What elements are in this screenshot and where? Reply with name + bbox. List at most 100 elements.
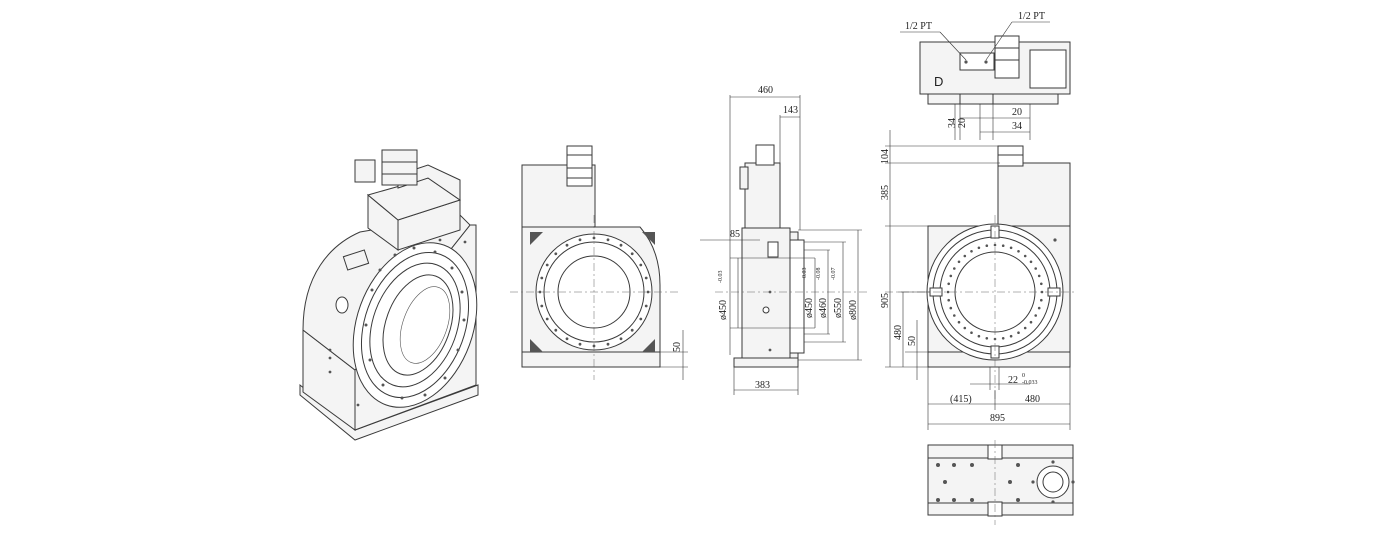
dim-w415: (415) bbox=[950, 394, 972, 405]
bolt-hole bbox=[1034, 267, 1037, 270]
bolt-hole bbox=[592, 236, 596, 240]
dim-top-offset: 143 bbox=[783, 105, 798, 116]
dim-base-depth: 383 bbox=[755, 380, 770, 391]
top-d-mark: D bbox=[934, 74, 943, 89]
bolt-hole bbox=[606, 342, 610, 346]
bolt-hole bbox=[619, 337, 623, 341]
label-pipe-right: 1/2 PT bbox=[1018, 11, 1045, 22]
bolt-hole bbox=[540, 304, 544, 308]
iso-ring-bolts bbox=[364, 246, 466, 400]
bolt-hole bbox=[540, 276, 544, 280]
tol-slot-bottom: -0.033 bbox=[1022, 380, 1038, 386]
dim-slot-22: 22 bbox=[1008, 375, 1018, 386]
bolt-hole bbox=[630, 252, 634, 256]
bolt-hole bbox=[977, 246, 981, 250]
tol-d550: -0.07 bbox=[831, 268, 837, 281]
bolt-hole bbox=[545, 263, 549, 267]
bolt-hole bbox=[1029, 320, 1033, 324]
bolt-hole bbox=[630, 328, 634, 332]
bolt-hole bbox=[949, 274, 953, 278]
bolt-hole bbox=[1001, 337, 1005, 340]
bolt-hole bbox=[644, 276, 648, 280]
bolt-hole bbox=[947, 298, 950, 302]
bolt-hole bbox=[565, 337, 569, 341]
dim-h480: 480 bbox=[893, 325, 904, 340]
bolt-hole bbox=[554, 328, 558, 332]
bolt-hole bbox=[1037, 306, 1041, 310]
bolt-hole bbox=[1023, 254, 1027, 258]
dim-d450-a: ø450 bbox=[718, 300, 729, 320]
bolt-hole bbox=[993, 243, 997, 247]
bolt-hole bbox=[554, 252, 558, 256]
bolt-hole bbox=[644, 304, 648, 308]
dim-w480: 480 bbox=[1025, 394, 1040, 405]
bolt-hole bbox=[953, 314, 956, 317]
bolt-hole bbox=[578, 342, 582, 346]
dim-h905: 905 bbox=[880, 293, 891, 308]
bolt-hole bbox=[957, 260, 961, 264]
bolt-hole bbox=[1001, 244, 1005, 247]
bolt-hole bbox=[1034, 314, 1037, 317]
bolt-hole bbox=[953, 267, 956, 270]
bolt-hole bbox=[565, 243, 569, 247]
dim-d800: ø800 bbox=[848, 300, 859, 320]
bolt-hole bbox=[619, 243, 623, 247]
bolt-hole bbox=[963, 326, 967, 330]
dim-d460: ø460 bbox=[818, 298, 829, 318]
dim-d550: ø550 bbox=[833, 298, 844, 318]
dim-top-20-vert: 20 bbox=[957, 118, 968, 128]
dim-h385: 385 bbox=[880, 185, 891, 200]
bolt-hole bbox=[985, 244, 989, 247]
bolt-hole bbox=[639, 317, 643, 321]
isometric-view bbox=[299, 149, 479, 441]
bolt-hole bbox=[946, 290, 950, 294]
bolt-hole bbox=[1017, 250, 1020, 253]
bolt-hole bbox=[985, 337, 989, 340]
bolt-hole bbox=[545, 317, 549, 321]
dim-34: 34 bbox=[1012, 121, 1022, 132]
bolt-hole bbox=[592, 344, 596, 348]
tol-d450-a: -0.03 bbox=[718, 271, 724, 284]
bolt-hole bbox=[578, 238, 582, 242]
dim-side-offset: 85 bbox=[730, 229, 740, 240]
bolt-hole bbox=[970, 331, 973, 335]
rear-view: 104 385 905 480 50 22 0 -0.033 (415) 480… bbox=[880, 130, 1075, 430]
dim-top-width: 460 bbox=[758, 85, 773, 96]
dim-front-base-height: 50 bbox=[672, 342, 683, 352]
bolt-hole bbox=[1023, 326, 1027, 330]
bolt-hole bbox=[1009, 246, 1013, 250]
bolt-hole bbox=[949, 306, 953, 310]
bolt-hole bbox=[1040, 282, 1043, 286]
dim-20: 20 bbox=[1012, 107, 1022, 118]
side-view: 460 143 85 ø450 -0.03 ø450 -0.03 ø460 -0… bbox=[700, 85, 870, 395]
tol-slot-top: 0 bbox=[1022, 373, 1025, 379]
front-view: 50 bbox=[510, 145, 688, 380]
bolt-hole bbox=[646, 290, 650, 294]
label-pipe-left: 1/2 PT bbox=[905, 21, 932, 32]
bolt-hole bbox=[639, 263, 643, 267]
top-view: D 1/2 PT 1/2 PT 34 20 20 34 bbox=[900, 11, 1071, 140]
tol-d450-b: -0.03 bbox=[802, 268, 808, 281]
bolt-hole bbox=[963, 254, 967, 258]
bolt-hole bbox=[947, 282, 950, 286]
bottom-view bbox=[927, 440, 1075, 525]
bottom-holes bbox=[936, 460, 1075, 504]
bolt-hole bbox=[606, 238, 610, 242]
front-bolt-circle bbox=[538, 236, 650, 348]
bolt-hole bbox=[1009, 334, 1013, 338]
dim-top-34-vert: 34 bbox=[947, 118, 958, 128]
rear-bolt-circle bbox=[946, 243, 1044, 341]
bolt-hole bbox=[538, 290, 542, 294]
bolt-hole bbox=[957, 320, 961, 324]
tol-d460: -0.08 bbox=[816, 268, 822, 281]
bolt-hole bbox=[977, 334, 981, 338]
dim-h104: 104 bbox=[880, 149, 891, 164]
bolt-hole bbox=[1017, 331, 1020, 335]
bolt-hole bbox=[1037, 274, 1041, 278]
bolt-hole bbox=[970, 250, 973, 253]
dim-d450-b: ø450 bbox=[804, 298, 815, 318]
bolt-hole bbox=[1029, 260, 1033, 264]
bolt-hole bbox=[1040, 298, 1043, 302]
